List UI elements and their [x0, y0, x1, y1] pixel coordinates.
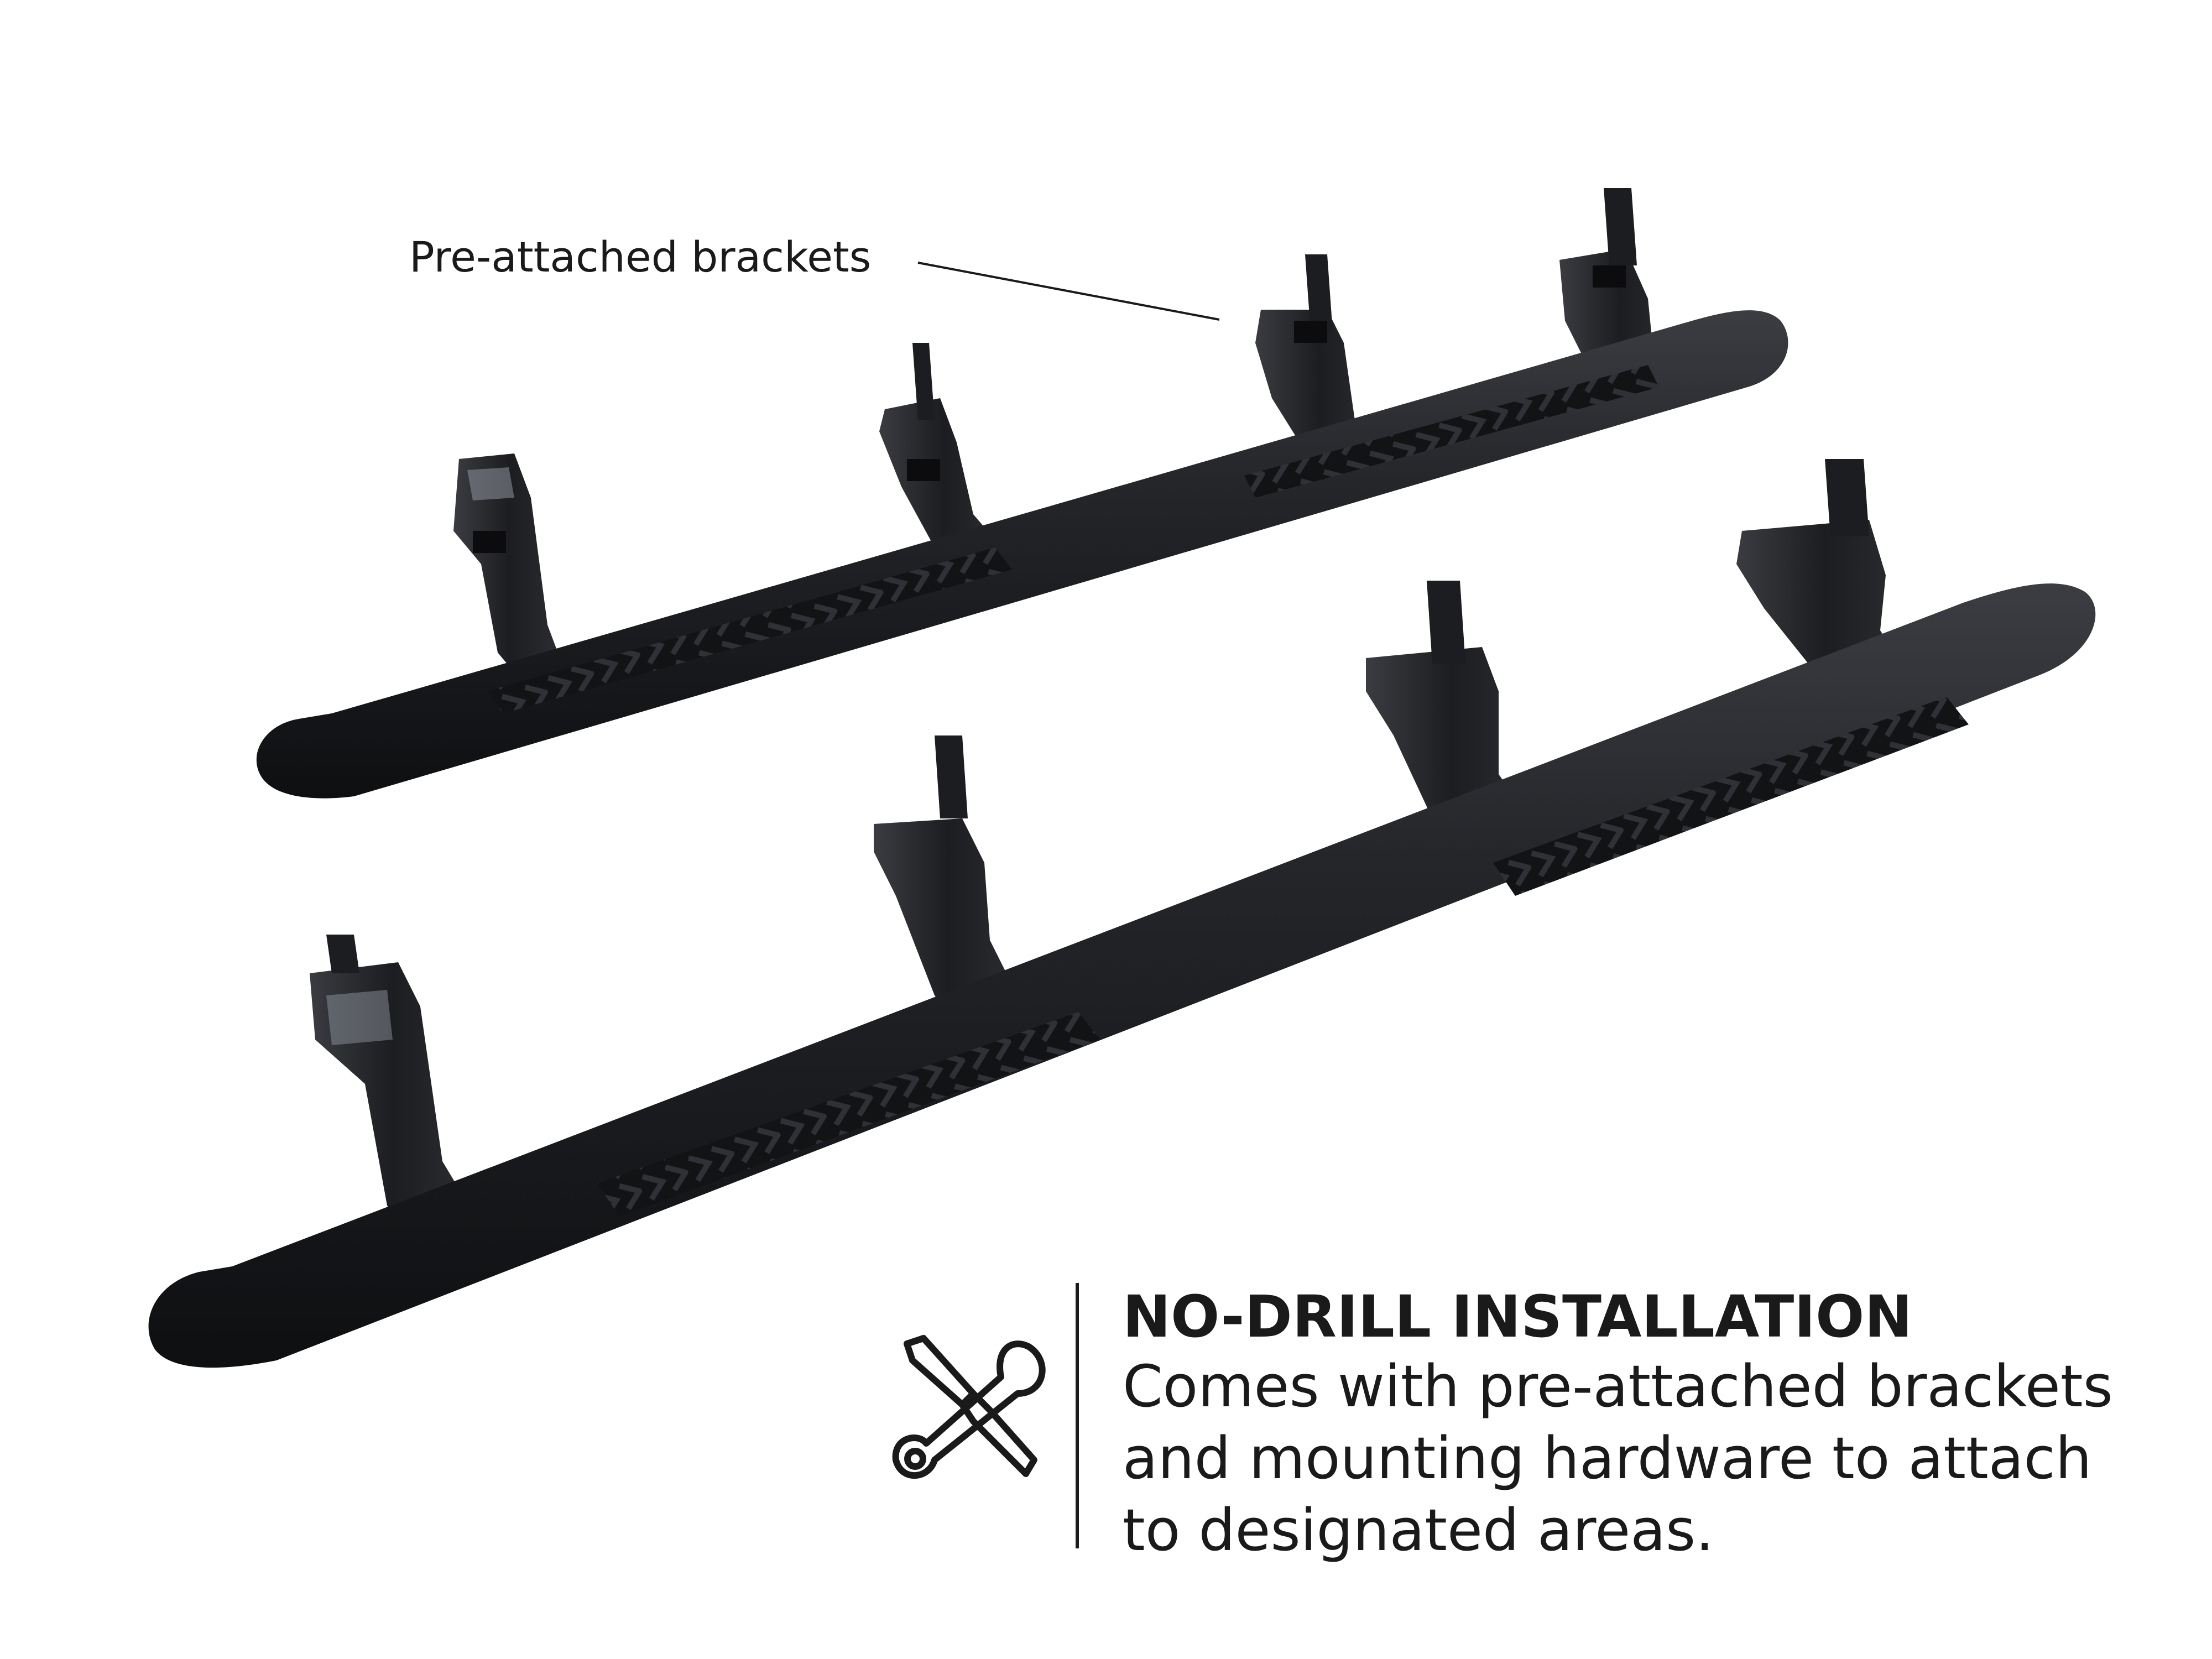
feature-body-line: Comes with pre-attached brackets [1123, 1353, 2113, 1420]
lower-running-board [148, 459, 2096, 1368]
lower-bracket-1 [310, 935, 476, 1250]
feature-body-line: to designated areas. [1123, 1496, 1714, 1564]
upper-bracket-1 [453, 453, 564, 686]
feature-body: Comes with pre-attached brackets and mou… [1123, 1350, 2195, 1566]
feature-divider [1076, 1283, 1079, 1548]
callout-label: Pre-attached brackets [409, 232, 872, 281]
callout-leader-line [917, 262, 1220, 321]
feature-block: NO-DRILL INSTALLATION Comes with pre-att… [868, 1283, 2195, 1564]
feature-text: NO-DRILL INSTALLATION Comes with pre-att… [1123, 1283, 2195, 1566]
feature-title: NO-DRILL INSTALLATION [1123, 1283, 1913, 1350]
wrench-screwdriver-icon [892, 1335, 1046, 1479]
upper-running-board [256, 188, 1788, 799]
feature-body-line: and mounting hardware to attach [1123, 1425, 2092, 1492]
